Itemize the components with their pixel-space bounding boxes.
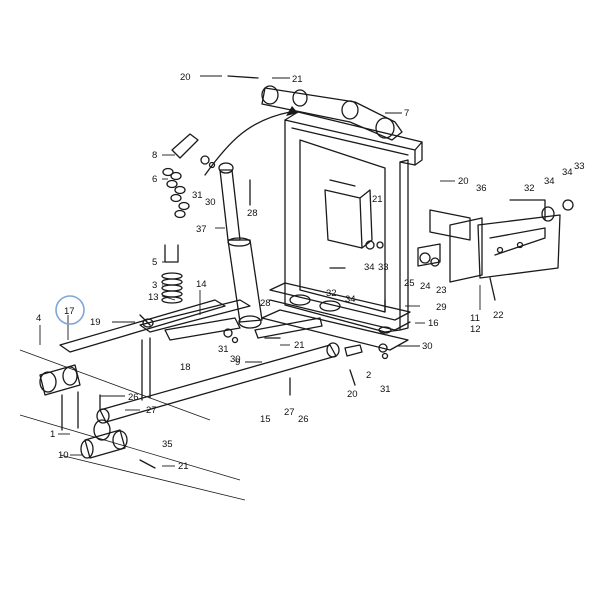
label-26b: 26: [298, 414, 309, 425]
label-33a: 33: [574, 161, 585, 172]
label-19: 19: [90, 317, 101, 328]
label-30c: 30: [422, 341, 433, 352]
hardware: [99, 240, 389, 469]
label-8: 8: [152, 150, 157, 161]
label-4: 4: [36, 313, 41, 324]
label-28a: 28: [247, 208, 258, 219]
label-33b: 33: [378, 262, 389, 273]
arrow-head: [286, 106, 298, 116]
label-17: 17: [64, 306, 75, 317]
label-2: 2: [366, 370, 371, 381]
label-5: 5: [152, 257, 157, 268]
label-21b: 21: [372, 194, 383, 205]
chain-6: [162, 167, 190, 219]
callout-labels: 20 21 7 8 31 30 28 6 20 21 36 32 34 34 3…: [36, 72, 585, 472]
label-6: 6: [152, 174, 157, 185]
main-frame: [261, 111, 423, 351]
label-31c: 31: [380, 384, 391, 395]
label-27a: 27: [146, 405, 157, 416]
label-9: 9: [235, 357, 240, 368]
label-20b: 20: [458, 176, 469, 187]
side-bracket-assembly: [417, 199, 574, 301]
plate-8: [171, 133, 199, 159]
leader-lines: [39, 75, 481, 467]
label-12: 12: [470, 324, 481, 335]
spring-3: [161, 272, 183, 304]
label-20c: 20: [347, 389, 358, 400]
label-14: 14: [196, 279, 207, 290]
label-26a: 26: [128, 392, 139, 403]
label-37: 37: [196, 224, 207, 235]
label-34d: 34: [345, 294, 356, 305]
label-32a: 32: [524, 183, 535, 194]
label-10: 10: [58, 450, 69, 461]
label-32b: 32: [326, 288, 337, 299]
label-21d: 21: [178, 461, 189, 472]
lower-frame: [19, 299, 363, 501]
label-25: 25: [404, 278, 415, 289]
label-28b: 28: [260, 298, 271, 309]
clip-5: [164, 244, 179, 263]
label-21a: 21: [292, 74, 303, 85]
label-30a: 30: [205, 197, 216, 208]
label-24: 24: [420, 281, 431, 292]
label-18: 18: [180, 362, 191, 373]
label-27b: 27: [284, 407, 295, 418]
washer-31: [200, 155, 210, 165]
label-30b: 30: [230, 354, 241, 365]
assembly-arrow: [204, 111, 291, 176]
label-35: 35: [162, 439, 173, 450]
label-23: 23: [436, 285, 447, 296]
label-7: 7: [404, 108, 409, 119]
label-13: 13: [148, 292, 159, 303]
label-36: 36: [476, 183, 487, 194]
label-20a: 20: [180, 72, 191, 83]
label-34a: 34: [544, 176, 555, 187]
label-1: 1: [50, 429, 55, 440]
label-22: 22: [493, 310, 504, 321]
label-15: 15: [260, 414, 271, 425]
label-34b: 34: [562, 167, 573, 178]
label-16: 16: [428, 318, 439, 329]
label-21c: 21: [294, 340, 305, 351]
label-3: 3: [152, 280, 157, 291]
nut-30: [208, 161, 216, 169]
label-34c: 34: [364, 262, 375, 273]
label-29: 29: [436, 302, 447, 313]
label-31b: 31: [218, 344, 229, 355]
label-11: 11: [470, 313, 480, 324]
highlight-ring: [55, 295, 85, 325]
label-31a: 31: [192, 190, 203, 201]
hydraulic-cylinder-37: [218, 162, 263, 329]
